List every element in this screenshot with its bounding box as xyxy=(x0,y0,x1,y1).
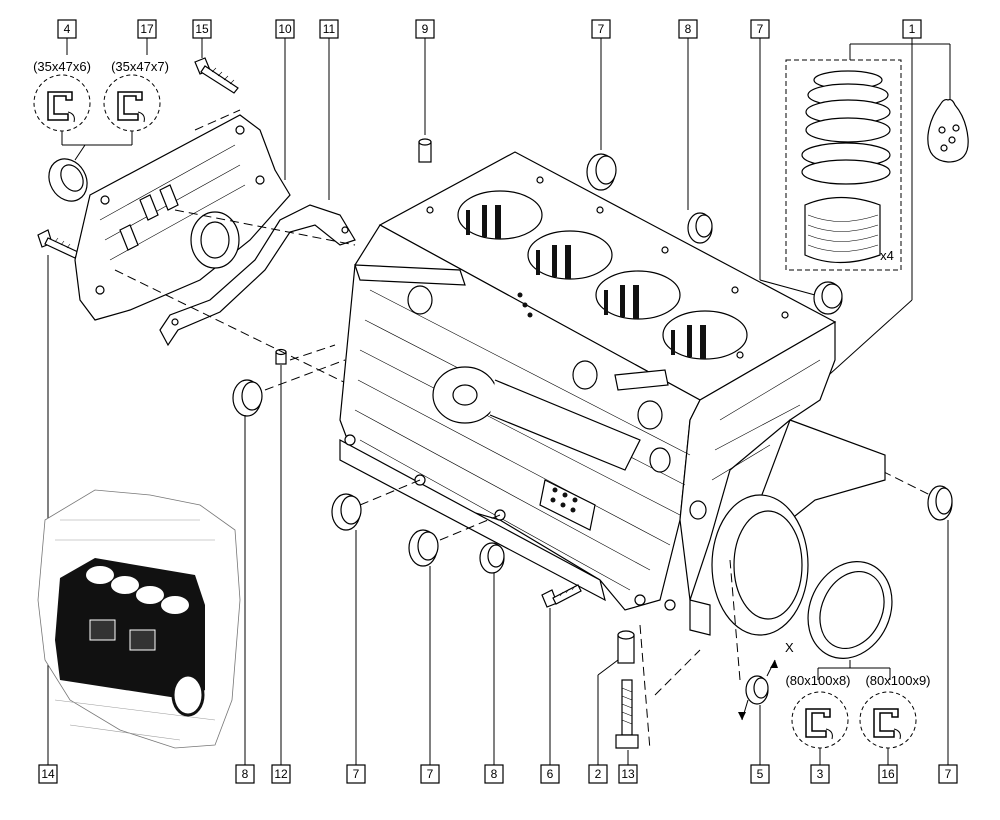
callout-6: 6 xyxy=(540,764,560,784)
callout-9-label: 9 xyxy=(422,22,429,36)
seal-spec-4: (35x47x6) xyxy=(33,59,91,74)
callout-10: 10 xyxy=(275,19,295,180)
bolt-15 xyxy=(194,57,239,94)
callout-8-bottom-left-label: 8 xyxy=(242,767,249,781)
seal-profile-16-icon xyxy=(859,691,917,749)
callout-7-top-left-label: 7 xyxy=(598,22,605,36)
front-crank-seal xyxy=(48,158,88,202)
callout-10-label: 10 xyxy=(278,22,292,36)
timing-cover-gasket xyxy=(159,204,356,347)
callout-7-bottom-b: 7 xyxy=(420,764,440,784)
callout-17: 17 xyxy=(137,19,157,55)
seal-spec-16: (80x100x9) xyxy=(865,673,930,688)
callout-7-top-left: 7 xyxy=(591,19,611,150)
callout-14: 14 xyxy=(38,764,58,784)
callout-5: 5 xyxy=(750,764,770,784)
callout-7-bottom-right: 7 xyxy=(938,764,958,784)
core-plug-7-top xyxy=(586,153,617,191)
callout-15: 15 xyxy=(192,19,212,58)
cylinder-bore-3 xyxy=(595,270,681,320)
core-plug-8-left xyxy=(232,379,263,417)
sleeve-2 xyxy=(617,630,635,664)
callout-8-bottom: 8 xyxy=(484,764,504,784)
bolt-6 xyxy=(541,584,582,608)
callout-12-label: 12 xyxy=(274,767,288,781)
callout-13: 13 xyxy=(618,764,638,784)
seal-spec-17: (35x47x7) xyxy=(111,59,169,74)
callout-16-label: 16 xyxy=(881,767,895,781)
cylinder-block xyxy=(339,151,886,636)
callout-7-bottom-a: 7 xyxy=(346,764,366,784)
core-plug-8-top xyxy=(687,212,713,244)
seal-spec-3: (80x100x8) xyxy=(785,673,850,688)
bolt-14 xyxy=(37,229,79,259)
callout-2: 2 xyxy=(588,764,608,784)
callout-8-top: 8 xyxy=(678,19,698,210)
bolt-13 xyxy=(615,679,639,749)
callout-7-bottom-a-label: 7 xyxy=(353,767,360,781)
core-plug-7-bottom-b xyxy=(408,529,439,567)
callout-4: 4 xyxy=(57,19,77,55)
callout-15-label: 15 xyxy=(195,22,209,36)
timing-cover xyxy=(74,114,291,321)
callout-6-label: 6 xyxy=(547,767,554,781)
engine-location-thumbnail xyxy=(37,489,241,749)
dowel-pin-9 xyxy=(418,138,432,163)
seal-profile-3-icon xyxy=(791,691,849,749)
cylinder-bore-2 xyxy=(527,230,613,280)
core-plug-5 xyxy=(745,675,769,705)
callout-8-top-label: 8 xyxy=(685,22,692,36)
callout-12: 12 xyxy=(271,764,291,784)
callout-13-label: 13 xyxy=(621,767,635,781)
cylinder-bore-4 xyxy=(662,310,748,360)
core-plug-7-right xyxy=(927,485,953,521)
callout-3-label: 3 xyxy=(817,767,824,781)
callout-9: 9 xyxy=(415,19,435,135)
bearing-bag-icon xyxy=(927,98,969,163)
callout-2-label: 2 xyxy=(595,767,602,781)
dowel-pin-12 xyxy=(275,348,287,365)
callout-11-label: 11 xyxy=(323,22,336,36)
callout-5-label: 5 xyxy=(757,767,764,781)
rear-crank-seal xyxy=(807,561,893,659)
piston-ring-set: x4 xyxy=(785,59,902,271)
callout-4-label: 4 xyxy=(64,22,71,36)
cylinder-bore-1 xyxy=(457,190,543,240)
callout-7-top-right-label: 7 xyxy=(757,22,764,36)
callout-11: 11 xyxy=(319,19,339,200)
callout-8-bottom-left: 8 xyxy=(235,764,255,784)
callout-14-label: 14 xyxy=(41,767,55,781)
callout-16: 16 xyxy=(878,764,898,784)
seal-profile-17-icon xyxy=(103,74,161,132)
dimension-x-label: X xyxy=(785,640,794,655)
callout-7-bottom-b-label: 7 xyxy=(427,767,434,781)
core-plug-8-bottom xyxy=(479,542,505,574)
seal-profile-4-icon xyxy=(33,74,91,132)
callout-1-label: 1 xyxy=(909,22,916,36)
core-plug-7-bottom-a xyxy=(331,493,362,531)
piston-count: x4 xyxy=(880,248,894,263)
callout-17-label: 17 xyxy=(140,22,154,36)
callout-7-top-right: 7 xyxy=(750,19,816,296)
callout-3: 3 xyxy=(810,764,830,784)
callout-8-bottom-label: 8 xyxy=(491,767,498,781)
callout-7-bottom-right-label: 7 xyxy=(945,767,952,781)
core-plug-7-right-top xyxy=(813,281,843,315)
